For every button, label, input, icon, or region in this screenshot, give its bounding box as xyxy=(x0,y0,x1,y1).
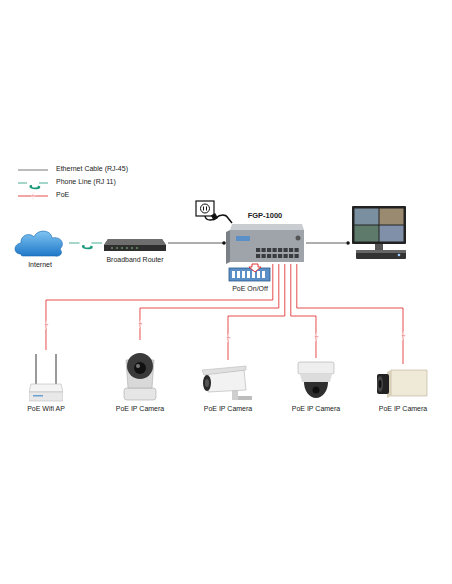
device-label: PoE IP Camera xyxy=(292,405,341,413)
poe-cable xyxy=(297,264,403,364)
legend-text: Phone Line (RJ 11) xyxy=(56,178,116,186)
camera-device: PoE IP Camera xyxy=(292,360,341,413)
connector-group xyxy=(291,264,319,358)
ethernet-cable xyxy=(168,243,224,244)
panel-label: PoE On/Off xyxy=(232,285,268,293)
access-point: PoE Wifi AP xyxy=(27,352,65,413)
poe-bolt xyxy=(401,331,405,341)
connector-group xyxy=(44,264,273,350)
connector-group xyxy=(226,264,284,360)
power-plug xyxy=(196,201,232,223)
monitor-link xyxy=(306,241,350,245)
device-icon xyxy=(226,222,304,264)
device-heading: FGP-1000 xyxy=(248,211,283,220)
device-label: PoE IP Camera xyxy=(204,405,253,413)
connector-group xyxy=(168,241,226,245)
router-device: Broadband Router xyxy=(104,233,166,264)
poe-cable xyxy=(140,264,279,340)
connector-group xyxy=(138,264,279,340)
poe-bolt xyxy=(44,320,48,330)
device-icon xyxy=(104,233,166,253)
device-label: PoE IP Camera xyxy=(379,405,428,413)
device-label: Internet xyxy=(28,261,52,269)
camera-device: PoE IP Camera xyxy=(377,366,429,413)
poe-switch-panel xyxy=(229,264,270,281)
device-icon xyxy=(377,366,429,402)
poe-cable xyxy=(291,264,316,358)
port-dot xyxy=(222,241,226,245)
legend-text: Ethernet Cable (RJ-45) xyxy=(56,165,128,173)
phone-patch xyxy=(80,238,92,248)
monitor xyxy=(352,206,406,259)
device-icon xyxy=(29,352,63,402)
device-label: Broadband Router xyxy=(106,256,163,264)
legend-samples xyxy=(18,170,48,201)
poe-cable xyxy=(46,264,273,350)
camera-device: PoE IP Camera xyxy=(202,362,254,413)
phone-symbol xyxy=(81,241,93,253)
poe-switch: FGP-1000 xyxy=(226,211,304,264)
device-label: PoE IP Camera xyxy=(116,405,165,413)
poe-bolt xyxy=(314,332,318,342)
connector-group xyxy=(69,238,102,253)
legend-text: PoE xyxy=(56,191,69,199)
device-label: PoE Wifi AP xyxy=(27,405,65,413)
connector-group xyxy=(297,264,406,364)
poe-bolt xyxy=(31,191,35,201)
device-icon xyxy=(296,360,336,402)
device-icon xyxy=(118,342,162,402)
ethernet-sample xyxy=(18,170,48,171)
poe-bolt xyxy=(138,319,142,329)
phone-patch xyxy=(27,178,39,188)
camera-device: PoE IP Camera xyxy=(116,342,165,413)
poe-bolt xyxy=(226,333,230,343)
phone-symbol xyxy=(29,181,41,193)
poe-cable xyxy=(228,264,285,360)
device-icon xyxy=(13,226,67,258)
device-icon xyxy=(202,362,254,402)
internet-cloud: Internet xyxy=(13,226,67,269)
